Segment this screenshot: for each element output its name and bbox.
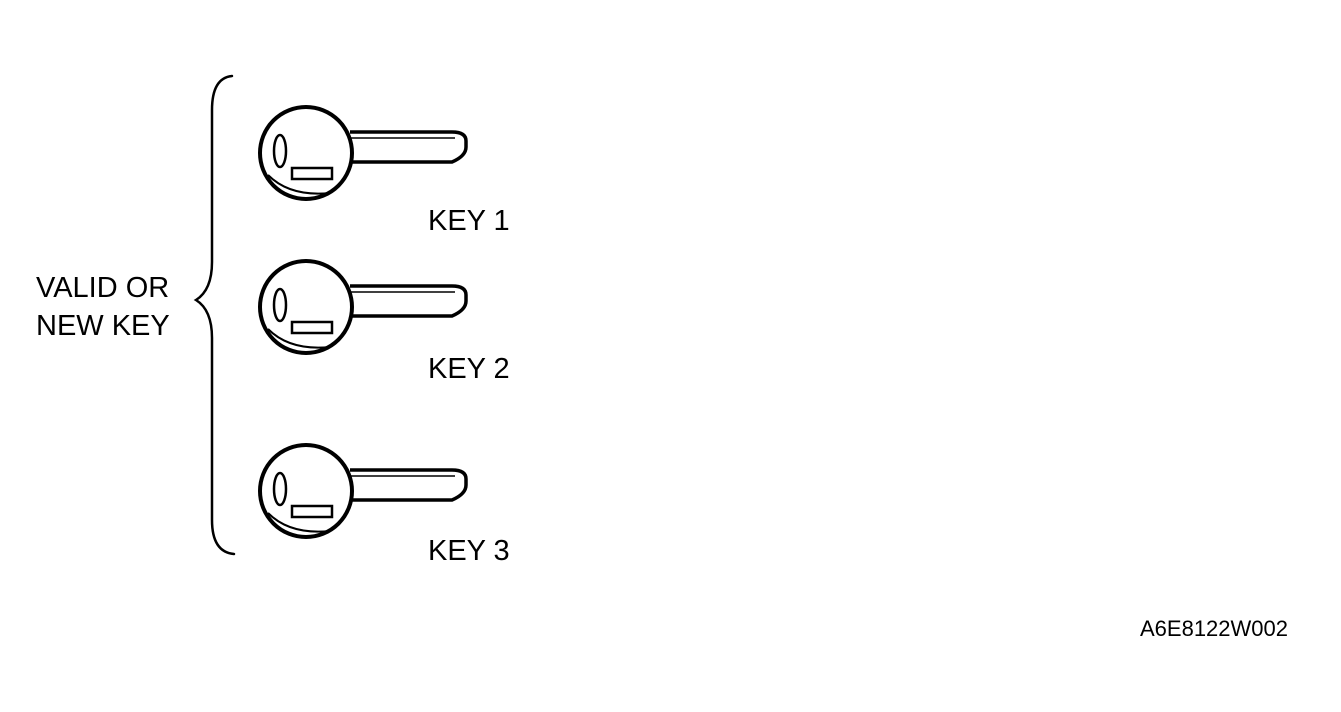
figure-code: A6E8122W002 xyxy=(1140,616,1288,641)
key-2-label: KEY 2 xyxy=(428,353,510,385)
key-icon xyxy=(258,259,468,355)
valid-or-new-key-label: VALID OR NEW KEY xyxy=(36,269,170,345)
grouping-brace xyxy=(193,74,236,556)
group-label-line: NEW KEY xyxy=(36,310,170,342)
group-label-line: VALID OR xyxy=(36,272,170,304)
key-icon xyxy=(258,443,468,539)
key-1-label: KEY 1 xyxy=(428,205,510,237)
key-icon xyxy=(258,105,468,201)
key-3-label: KEY 3 xyxy=(428,535,510,567)
